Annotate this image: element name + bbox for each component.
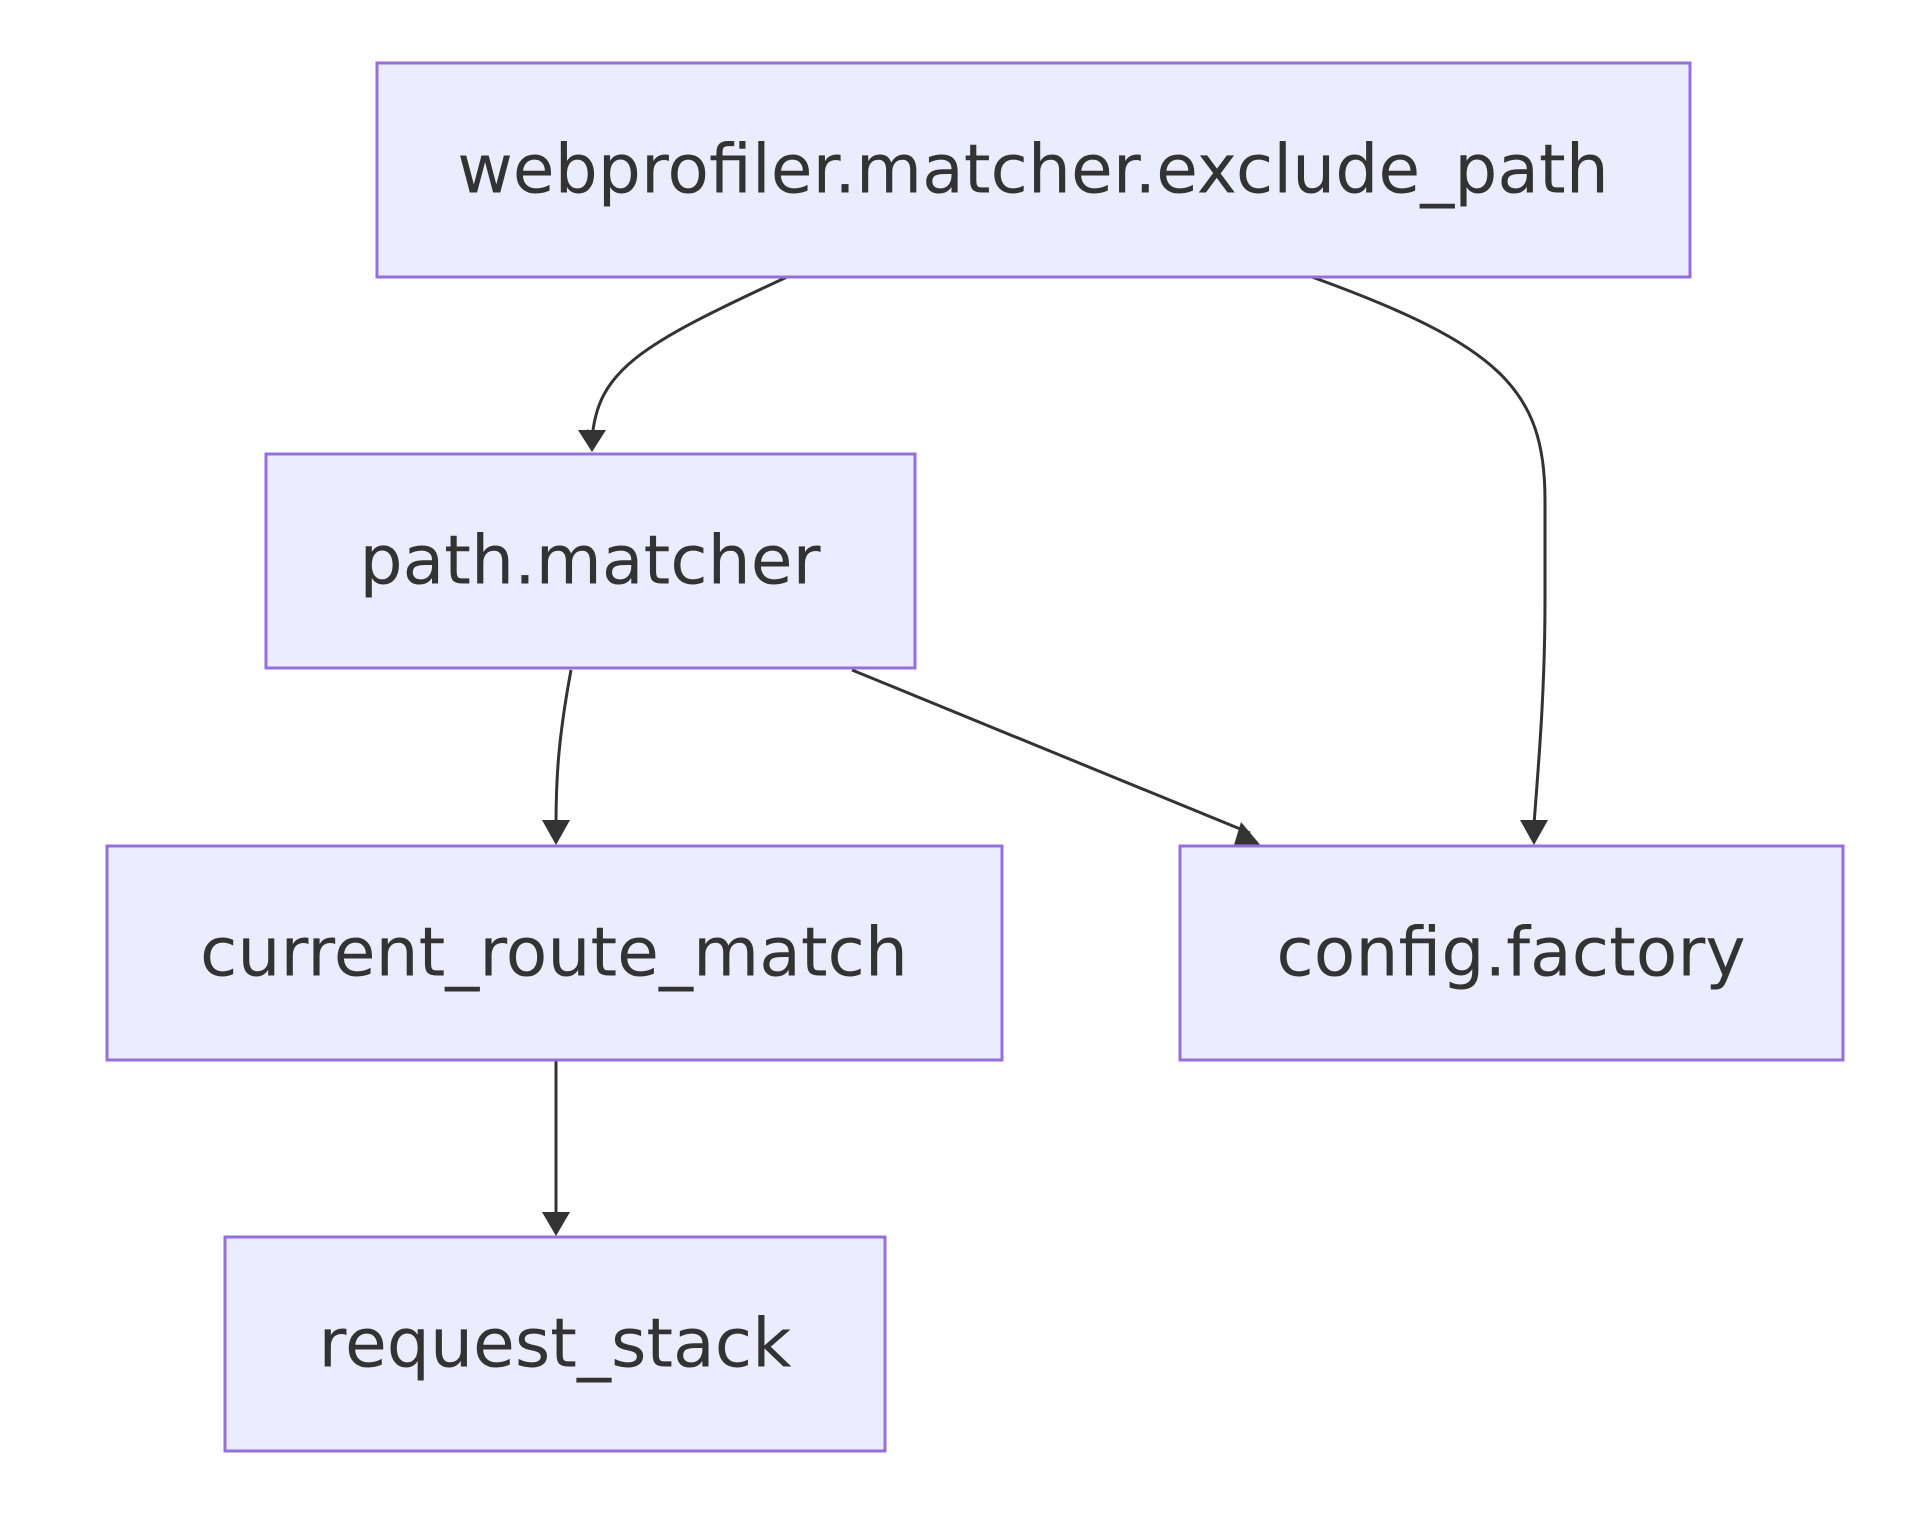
node-config-factory[interactable]: config.factory (1178, 844, 1845, 1062)
arrowhead-current-route-match (542, 820, 570, 845)
edge-exclude-path-to-config-factory (1311, 275, 1547, 826)
node-current-route-match[interactable]: current_route_match (105, 844, 1004, 1062)
node-label: current_route_match (200, 914, 908, 993)
edge-exclude-path-to-path-matcher (586, 275, 788, 442)
node-label: webprofiler.matcher.exclude_path (457, 131, 1609, 210)
arrowhead-config-factory-left (1234, 822, 1262, 847)
node-path-matcher[interactable]: path.matcher (264, 452, 917, 670)
arrowhead-path-matcher (578, 430, 606, 452)
edge-path-matcher-to-current-route-match (554, 669, 573, 826)
node-request-stack[interactable]: request_stack (223, 1235, 887, 1453)
node-webprofiler-matcher-exclude-path[interactable]: webprofiler.matcher.exclude_path (375, 61, 1692, 279)
arrowhead-request-stack (542, 1212, 570, 1236)
node-label: request_stack (318, 1305, 792, 1384)
arrowhead-config-factory-right (1520, 820, 1548, 845)
node-label: path.matcher (359, 522, 820, 601)
edge-path-matcher-to-config-factory (851, 668, 1251, 835)
node-label: config.factory (1276, 914, 1745, 993)
